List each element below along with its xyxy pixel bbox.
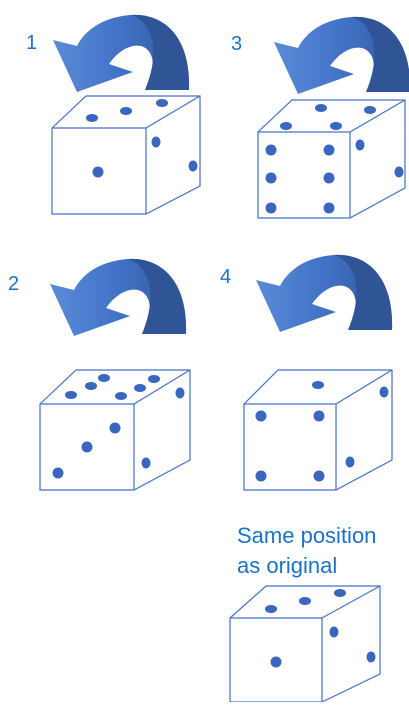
die-pips [52, 374, 185, 479]
step-number-2: 2 [8, 273, 20, 295]
die-cube-icon [51, 95, 201, 215]
result-caption: Same position as original [237, 521, 376, 581]
die-pips [265, 104, 404, 214]
die-cube-icon [257, 99, 406, 219]
caption-line-2: as original [237, 553, 338, 578]
caption-line-1: Same position [237, 523, 377, 548]
step-number-3: 3 [231, 33, 243, 55]
step-number-4: 4 [220, 266, 232, 288]
step-number-1: 1 [26, 32, 38, 54]
curved-rotate-arrow-icon [53, 14, 190, 92]
die-pips [255, 381, 389, 482]
die-pips [265, 589, 376, 668]
die-pips [86, 99, 198, 178]
die-cube-icon [39, 369, 191, 491]
curved-rotate-arrow-icon [256, 254, 393, 332]
curved-rotate-arrow-icon [274, 16, 409, 94]
curved-rotate-arrow-icon [50, 258, 187, 336]
die-cube-icon [243, 369, 393, 491]
